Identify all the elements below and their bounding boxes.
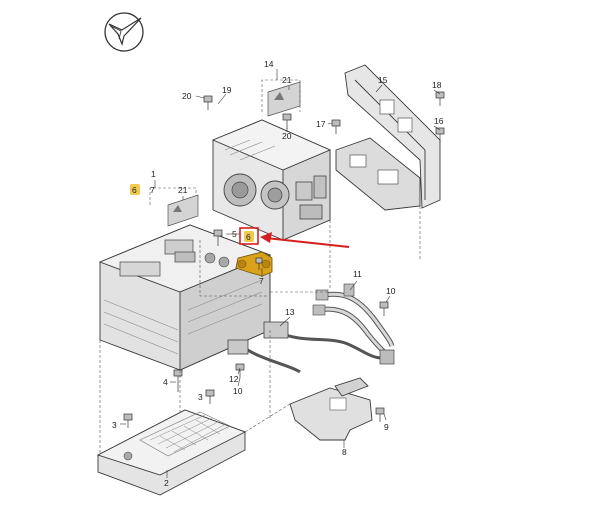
label-8: 8 bbox=[342, 447, 347, 457]
highlight-box-6 bbox=[239, 227, 259, 245]
label-10-lower: 10 bbox=[233, 386, 243, 396]
label-20-second: 20 bbox=[282, 131, 292, 141]
part-charger-module-14 bbox=[211, 119, 332, 241]
label-5: 5 bbox=[232, 229, 237, 239]
highlight-mark-left-6 bbox=[130, 184, 140, 195]
label-1: 1 bbox=[151, 169, 156, 179]
part-cable-set-11 bbox=[312, 283, 395, 354]
part-bracket-8 bbox=[289, 377, 373, 441]
leader-lines bbox=[120, 69, 441, 478]
label-18: 18 bbox=[432, 80, 442, 90]
label-4: 4 bbox=[163, 377, 168, 387]
label-11: 11 bbox=[353, 269, 362, 279]
dashed-guide-lines bbox=[99, 79, 421, 455]
label-19: 19 bbox=[222, 85, 232, 95]
label-13: 13 bbox=[285, 307, 295, 317]
label-21-top: 21 bbox=[282, 75, 292, 85]
label-14: 14 bbox=[264, 59, 274, 69]
label-6-center: 6 bbox=[246, 232, 251, 242]
label-6-left: 6 bbox=[132, 185, 137, 195]
part-bracket-15 bbox=[335, 64, 441, 211]
label-7-left: 7 bbox=[150, 185, 155, 195]
pointer-arrow-icon bbox=[260, 232, 350, 248]
label-2: 2 bbox=[164, 478, 169, 488]
part-tray-2 bbox=[96, 409, 247, 496]
label-20: 20 bbox=[182, 91, 192, 101]
label-12: 12 bbox=[229, 374, 239, 384]
warning-label-card-21-left bbox=[167, 194, 199, 227]
part-hv-box-1 bbox=[98, 224, 272, 371]
label-21-left: 21 bbox=[178, 185, 188, 195]
label-7-center: 7 bbox=[259, 276, 264, 286]
label-3-upper: 3 bbox=[198, 392, 203, 402]
label-10: 10 bbox=[386, 286, 396, 296]
highlight-mark-center-6 bbox=[244, 231, 254, 242]
label-16: 16 bbox=[434, 116, 444, 126]
label-17: 17 bbox=[316, 119, 326, 129]
part-connector-6 bbox=[235, 251, 273, 277]
label-15: 15 bbox=[378, 75, 388, 85]
brand-logo-icon bbox=[104, 12, 144, 52]
part-cable-13 bbox=[227, 321, 395, 374]
label-9: 9 bbox=[384, 422, 389, 432]
label-3-lower: 3 bbox=[112, 420, 117, 430]
bolt-icons bbox=[123, 91, 445, 428]
warning-label-card-21-top bbox=[267, 81, 301, 117]
